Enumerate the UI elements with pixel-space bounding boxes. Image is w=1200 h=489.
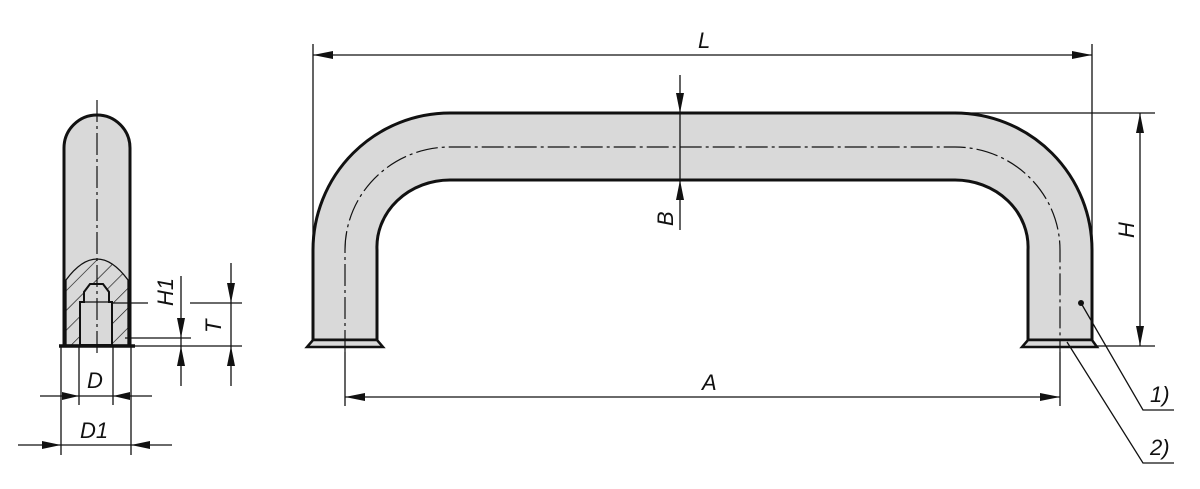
dim-B-label: B [653, 211, 678, 226]
handle-body [311, 111, 1094, 342]
handle-centerline [344, 146, 1061, 352]
callout-2-label: 2) [1149, 435, 1170, 460]
dim-H1-label: H1 [153, 278, 178, 306]
callout-2-leader [1066, 341, 1174, 464]
dim-A-label: A [700, 370, 717, 395]
dim-L-label: L [698, 28, 710, 53]
dim-H-label: H [1114, 222, 1139, 238]
side-view: D D1 H1 T [18, 100, 242, 455]
dim-D-label: D [87, 368, 103, 393]
dim-T-label: T [201, 318, 226, 333]
callout-1-label: 1) [1150, 382, 1170, 407]
dim-D1-label: D1 [80, 418, 108, 443]
thread-hole [79, 283, 113, 346]
front-view: L A H B 1) 2) [304, 28, 1174, 464]
callout-1-leader [1080, 302, 1174, 411]
